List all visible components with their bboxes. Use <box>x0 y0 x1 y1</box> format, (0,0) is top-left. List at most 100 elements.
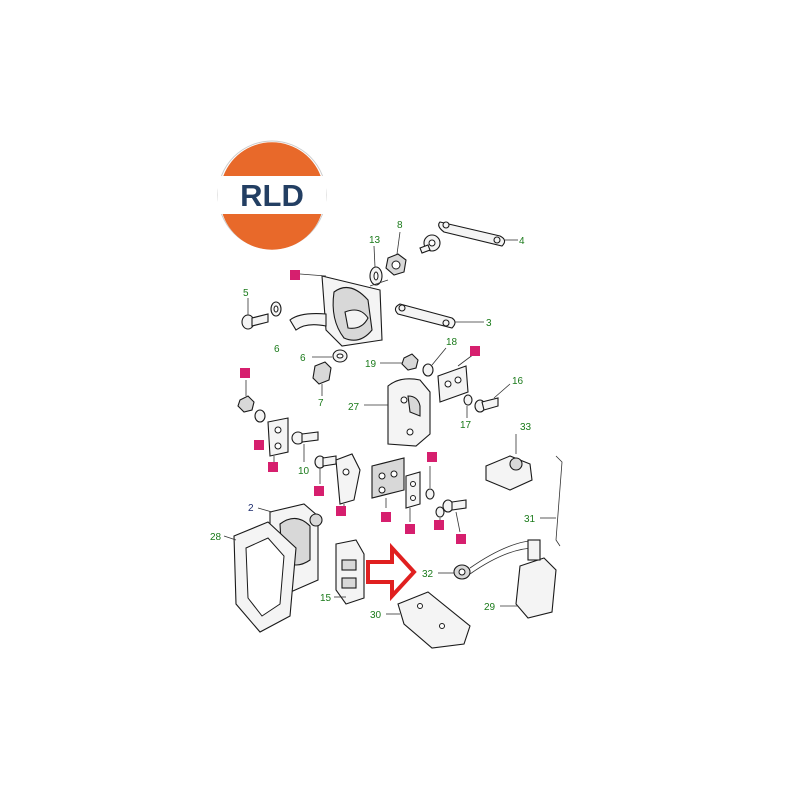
callout-highlight-box <box>290 270 300 280</box>
callout-number: 6 <box>300 353 306 364</box>
part-bracket-mid <box>335 453 361 506</box>
callout-c7: 7 <box>318 398 324 409</box>
part-1-latch-body <box>289 273 389 347</box>
callout-highlight-box <box>381 512 391 522</box>
callout-highlight-box <box>427 452 437 462</box>
part-19-nut <box>380 353 419 371</box>
part-13-washer <box>369 245 383 286</box>
part-washer-right <box>435 506 445 522</box>
part-28-gasket <box>223 521 297 633</box>
callout-c10: 10 <box>298 466 310 477</box>
part-plate-b <box>405 471 421 522</box>
part-17-washer <box>463 394 473 418</box>
callout-number: 18 <box>446 337 458 348</box>
red-arrow <box>366 542 417 602</box>
callout-number: 17 <box>460 420 472 431</box>
callout-number: 4 <box>519 236 525 247</box>
part-16-bolt <box>474 383 511 413</box>
callout-number: 33 <box>520 422 532 433</box>
callout-c9m <box>470 346 480 356</box>
callout-number: 7 <box>318 398 324 409</box>
callout-c9b <box>268 462 278 472</box>
part-31-rod <box>540 455 563 547</box>
part-27-striker-cover <box>364 378 431 447</box>
callout-c3: 3 <box>486 318 492 329</box>
callout-highlight-box <box>254 440 264 450</box>
callout-number: 5 <box>243 288 249 299</box>
callout-number: 2 <box>248 503 254 514</box>
callout-highlight-box <box>456 534 466 544</box>
callout-number: 15 <box>320 593 332 604</box>
part-6-washer-b <box>312 349 348 363</box>
callout-c22m <box>427 452 437 462</box>
callout-highlight-box <box>336 506 346 516</box>
callout-number: 8 <box>397 220 403 231</box>
part-washer-left <box>254 409 266 423</box>
callout-c28: 28 <box>210 532 222 543</box>
callout-c8: 8 <box>397 220 403 231</box>
part-8-nut <box>385 231 407 276</box>
logo-orange-top <box>222 142 322 180</box>
part-10-bolt <box>291 431 319 462</box>
part-bracket-upper <box>437 353 475 403</box>
logo-orange-bottom <box>222 212 322 250</box>
callout-c29: 29 <box>484 602 496 613</box>
logo-text: RLD <box>240 178 304 213</box>
callout-number: 28 <box>210 532 222 543</box>
callout-number: 10 <box>298 466 310 477</box>
part-29-actuator <box>500 539 557 619</box>
callout-c16: 16 <box>512 376 524 387</box>
callout-c26m <box>381 512 391 522</box>
callout-c5: 5 <box>243 288 249 299</box>
callout-c31: 31 <box>524 514 536 525</box>
callout-c17: 17 <box>460 420 472 431</box>
callout-number: 27 <box>348 402 360 413</box>
callout-number: 31 <box>524 514 536 525</box>
callout-highlight-box <box>434 520 444 530</box>
callout-number: 3 <box>486 318 492 329</box>
part-6-washer-a <box>270 301 282 317</box>
callout-highlight-box <box>240 368 250 378</box>
part-drawings <box>223 221 563 649</box>
callout-c2: 2 <box>248 503 254 514</box>
callout-number: 30 <box>370 610 382 621</box>
callout-c6b: 6 <box>300 353 306 364</box>
callout-c11m <box>254 440 264 450</box>
callout-c27: 27 <box>348 402 360 413</box>
callout-c19: 19 <box>365 359 377 370</box>
logo-white-band <box>218 176 326 214</box>
callout-number: 29 <box>484 602 496 613</box>
callout-number: 13 <box>369 235 381 246</box>
part-bolt-mid <box>314 455 337 484</box>
part-plate-pair-a <box>371 457 405 508</box>
rld-logo: RLD <box>217 140 327 250</box>
part-33-pivot <box>485 434 533 491</box>
callout-c32: 32 <box>422 569 434 580</box>
callout-number: 6 <box>274 344 280 355</box>
part-4-link-arm <box>438 221 518 247</box>
red-arrow-shape <box>366 542 417 602</box>
part-bolt-right <box>442 499 467 533</box>
callout-c21m <box>314 486 324 496</box>
callout-c18: 18 <box>446 337 458 348</box>
callout-c25m <box>336 506 346 516</box>
part-plate-left <box>267 417 289 464</box>
callout-c1 <box>290 270 300 280</box>
part-washer-mid <box>425 466 435 500</box>
callout-c4: 4 <box>519 236 525 247</box>
callout-c6a: 6 <box>274 344 280 355</box>
callout-c30: 30 <box>370 610 382 621</box>
callout-highlight-box <box>314 486 324 496</box>
callout-number: 16 <box>512 376 524 387</box>
callout-highlight-box <box>470 346 480 356</box>
part-15-catch <box>334 539 365 605</box>
callout-c12m <box>240 368 250 378</box>
callout-c20m <box>405 524 415 534</box>
callout-c24m <box>456 534 466 544</box>
callout-number: 32 <box>422 569 434 580</box>
callout-highlight-box <box>405 524 415 534</box>
callout-highlight-box <box>268 462 278 472</box>
part-key-clip <box>419 234 441 254</box>
callout-c15: 15 <box>320 593 332 604</box>
